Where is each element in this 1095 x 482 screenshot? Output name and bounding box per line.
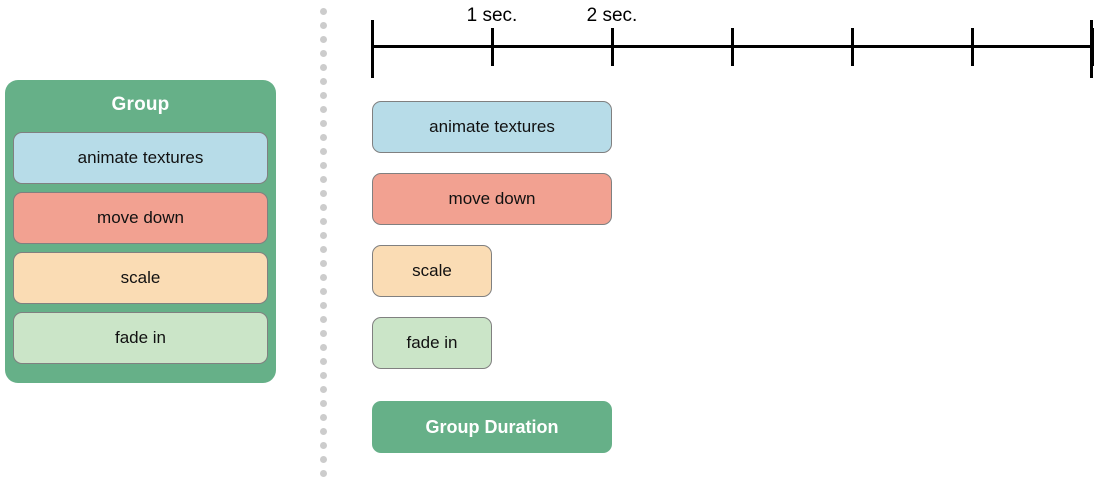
axis-tick [371,20,374,78]
group-panel-title: Group [111,94,170,115]
divider-dot [320,162,327,169]
divider-dot [320,106,327,113]
divider-dot [320,8,327,15]
timeline-ruler: 1 sec. 2 sec. [0,0,1095,90]
divider-dot [320,64,327,71]
group-item-label: move down [97,208,184,227]
divider-dot [320,400,327,407]
group-item[interactable]: move down [13,192,268,244]
divider-dot [320,288,327,295]
divider-dot [320,120,327,127]
axis-tick-end [1090,20,1093,78]
group-item-label: scale [120,268,161,287]
group-item-label: fade in [114,328,167,347]
group-panel[interactable]: Group animate textures move down scale fade… [5,80,276,383]
divider-dot [320,316,327,323]
timeline-bar-label: scale [412,261,452,280]
divider-dot [320,428,327,435]
divider-dot [320,50,327,57]
dotted-divider [320,0,327,482]
axis-tick [851,28,854,66]
divider-dot [320,302,327,309]
divider-dot [320,260,327,267]
divider-dot [320,134,327,141]
group-item[interactable]: animate textures [13,132,268,184]
timeline-bar[interactable]: fade in [372,317,492,369]
divider-dot [320,78,327,85]
group-duration-bar-label: Group Duration [425,416,559,437]
divider-dot [320,274,327,281]
axis-tick-label: 2 sec. [586,5,638,26]
divider-dot [320,246,327,253]
timeline-bar-label: move down [448,189,536,208]
divider-dot [320,232,327,239]
axis-tick [971,28,974,66]
divider-dot [320,148,327,155]
timeline-bar[interactable]: scale [372,245,492,297]
divider-dot [320,372,327,379]
divider-dot [320,22,327,29]
divider-dot [320,92,327,99]
divider-dot [320,414,327,421]
divider-dot [320,204,327,211]
group-item[interactable]: fade in [13,312,268,364]
divider-dot [320,386,327,393]
timeline-bar[interactable]: move down [372,173,612,225]
divider-dot [320,470,327,477]
group-item[interactable]: scale [13,252,268,304]
group-item-list: animate textures move down scale fade in [13,132,268,364]
axis-tick-label: 1 sec. [466,5,518,26]
group-duration-bar[interactable]: Group Duration [372,401,612,453]
divider-dot [320,344,327,351]
divider-dot [320,190,327,197]
timeline-bar-label: animate textures [429,117,555,136]
group-item-label: animate textures [77,148,204,167]
divider-dot [320,358,327,365]
divider-dot [320,176,327,183]
divider-dot [320,456,327,463]
axis-tick [731,28,734,66]
divider-dot [320,442,327,449]
divider-dot [320,218,327,225]
divider-dot [320,36,327,43]
axis-tick [611,28,614,66]
timeline-bar[interactable]: animate textures [372,101,612,153]
divider-dot [320,330,327,337]
timeline-bar-label: fade in [406,333,458,352]
axis-tick [491,28,494,66]
